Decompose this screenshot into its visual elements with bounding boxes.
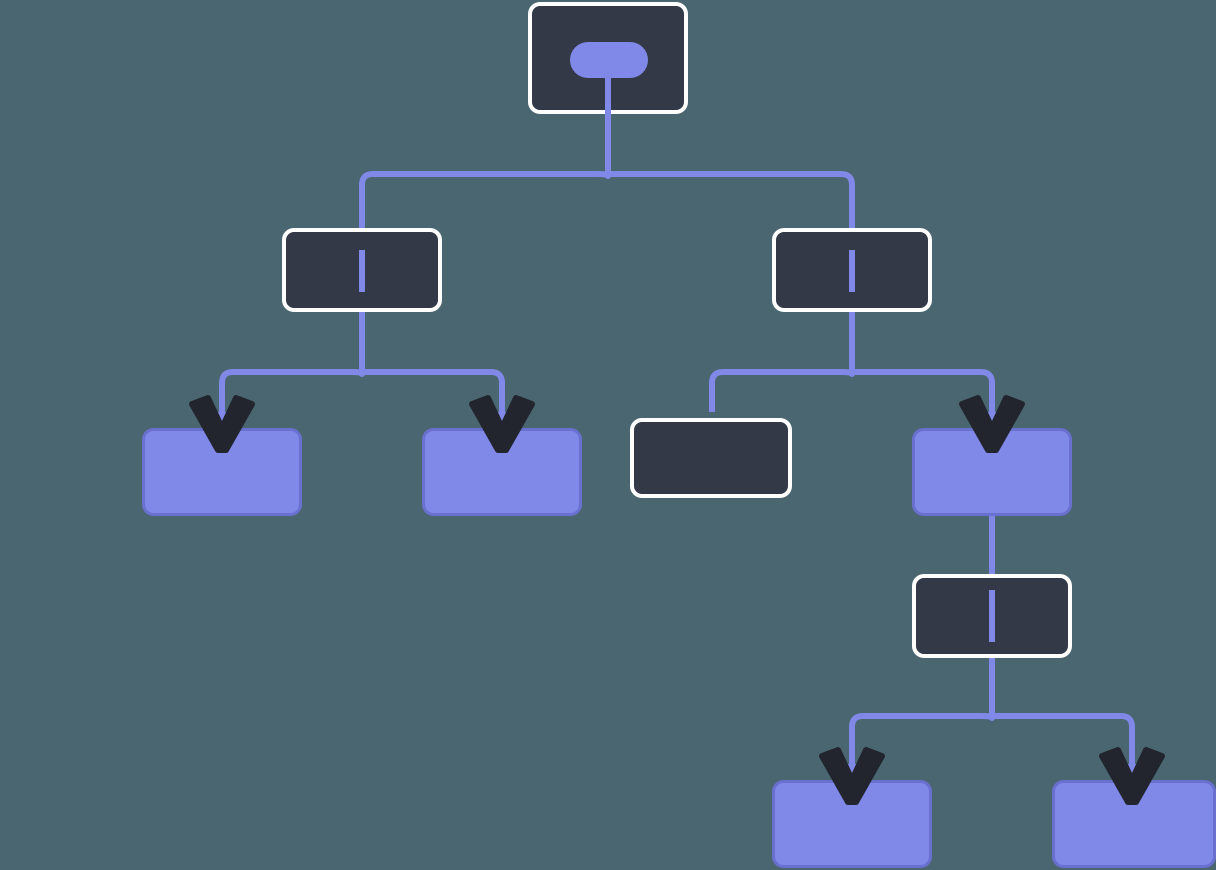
through-line-t-n-r (849, 250, 855, 292)
edge-e-r-rr (852, 369, 995, 438)
root-pill-badge[interactable] (570, 42, 648, 78)
arrowhead-layer (189, 395, 1165, 805)
through-line-t-n-l (359, 250, 365, 292)
arrowhead-a-rrl (819, 747, 885, 805)
node-n-rl[interactable] (630, 418, 792, 498)
edge-e-l-ll (219, 330, 365, 438)
node-body[interactable] (630, 418, 792, 498)
node-layer (142, 2, 1216, 868)
node-root[interactable] (528, 2, 688, 114)
root-pill-stem (605, 60, 611, 114)
edge-e-l-lr (362, 369, 505, 438)
arrowhead-a-ll (189, 395, 255, 453)
edge-e-root-r (608, 171, 855, 330)
edge-e-rrc-rrl (849, 676, 995, 790)
arrowhead-a-rr (959, 395, 1025, 453)
arrowhead-a-lr (469, 395, 535, 453)
arrowhead-a-rrr (1099, 747, 1165, 805)
through-line-layer (359, 250, 995, 642)
through-line-t-n-rrc (989, 590, 995, 642)
edge-e-root-l (359, 114, 611, 330)
edge-e-r-rl (709, 330, 855, 412)
edge-e-rrc-rrr (992, 713, 1135, 790)
